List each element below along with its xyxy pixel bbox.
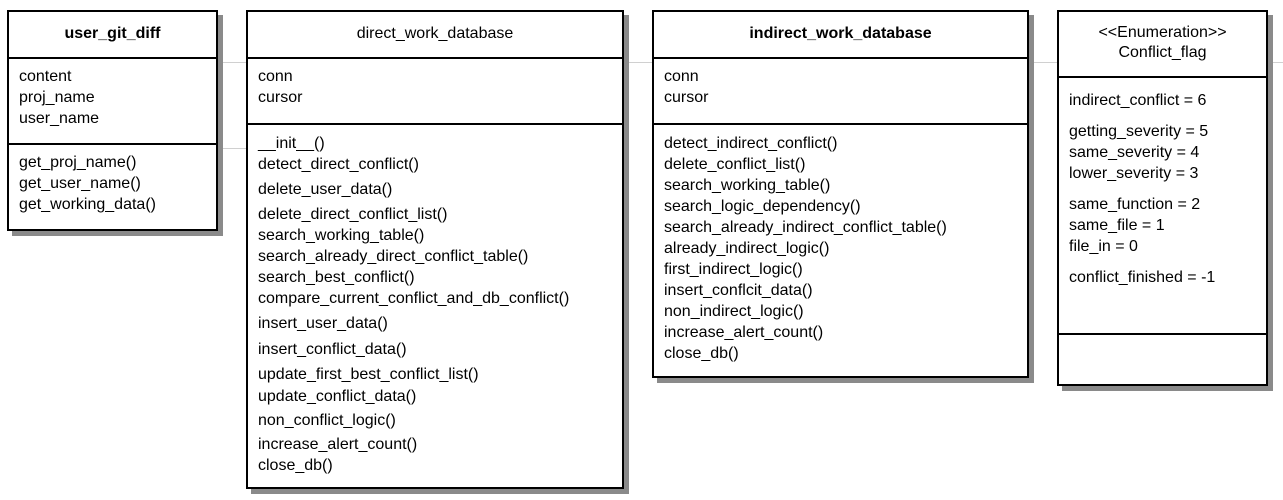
enum-title: Conflict_flag bbox=[1118, 44, 1207, 61]
class-box-indirect-work-database[interactable]: indirect_work_database conn cursor detec… bbox=[652, 10, 1029, 378]
method: get_proj_name() bbox=[19, 154, 137, 171]
attribute: conn bbox=[664, 68, 699, 85]
method: search_logic_dependency() bbox=[664, 198, 861, 215]
attribute: conn bbox=[258, 68, 293, 85]
spacer bbox=[1069, 257, 1256, 267]
method: delete_direct_conflict_list() bbox=[258, 206, 448, 223]
method: close_db() bbox=[258, 457, 333, 474]
attribute: proj_name bbox=[19, 89, 95, 106]
enum-value: same_severity = 4 bbox=[1069, 144, 1200, 161]
enum-values-section: indirect_conflict = 6 getting_severity =… bbox=[1059, 78, 1266, 335]
enum-value: same_file = 1 bbox=[1069, 217, 1165, 234]
method: detect_direct_conflict() bbox=[258, 156, 419, 173]
methods-section: detect_indirect_conflict() delete_confli… bbox=[654, 125, 1027, 364]
enum-value: getting_severity = 5 bbox=[1069, 123, 1209, 140]
attributes-section: conn cursor bbox=[248, 59, 622, 125]
method: insert_conflcit_data() bbox=[664, 282, 813, 299]
method: update_conflict_data() bbox=[258, 388, 417, 405]
class-name: direct_work_database bbox=[248, 12, 622, 59]
enum-value: indirect_conflict = 6 bbox=[1069, 92, 1207, 109]
enum-stereotype: <<Enumeration>> bbox=[1098, 24, 1227, 41]
methods-section: get_proj_name() get_user_name() get_work… bbox=[9, 145, 216, 215]
method: non_indirect_logic() bbox=[664, 303, 804, 320]
class-title: indirect_work_database bbox=[749, 24, 932, 42]
class-box-user-git-diff[interactable]: user_git_diff content proj_name user_nam… bbox=[7, 10, 218, 231]
method: detect_indirect_conflict() bbox=[664, 135, 838, 152]
method: __init__() bbox=[258, 135, 325, 152]
enum-value: file_in = 0 bbox=[1069, 238, 1138, 255]
attribute: user_name bbox=[19, 110, 100, 127]
method: increase_alert_count() bbox=[664, 324, 824, 341]
enum-value: lower_severity = 3 bbox=[1069, 165, 1199, 182]
enum-value: conflict_finished = -1 bbox=[1069, 269, 1216, 286]
method: search_best_conflict() bbox=[258, 269, 415, 286]
method: get_user_name() bbox=[19, 175, 141, 192]
method: close_db() bbox=[664, 345, 739, 362]
class-name: indirect_work_database bbox=[654, 12, 1027, 59]
method: delete_conflict_list() bbox=[664, 156, 806, 173]
background-guide-line bbox=[1266, 62, 1283, 63]
class-title: user_git_diff bbox=[64, 24, 161, 42]
method: compare_current_conflict_and_db_conflict… bbox=[258, 290, 570, 307]
spacer bbox=[1069, 111, 1256, 121]
enum-header: <<Enumeration>> Conflict_flag bbox=[1059, 12, 1266, 78]
method: search_working_table() bbox=[258, 227, 425, 244]
attribute: cursor bbox=[664, 89, 709, 106]
class-box-direct-work-database[interactable]: direct_work_database conn cursor __init_… bbox=[246, 10, 624, 489]
spacer bbox=[1069, 184, 1256, 194]
attributes-section: content proj_name user_name bbox=[9, 59, 216, 145]
method: delete_user_data() bbox=[258, 181, 393, 198]
background-guide-line bbox=[620, 62, 655, 63]
method: get_working_data() bbox=[19, 196, 156, 213]
attributes-section: conn cursor bbox=[654, 59, 1027, 125]
class-title: direct_work_database bbox=[356, 24, 514, 42]
method: non_conflict_logic() bbox=[258, 412, 396, 429]
method: insert_user_data() bbox=[258, 315, 388, 332]
method: increase_alert_count() bbox=[258, 436, 418, 453]
method: search_working_table() bbox=[664, 177, 831, 194]
background-guide-line bbox=[1026, 62, 1060, 63]
enum-value: same_function = 2 bbox=[1069, 196, 1201, 213]
class-name: user_git_diff bbox=[9, 12, 216, 59]
background-guide-line bbox=[215, 62, 248, 63]
method: search_already_indirect_conflict_table() bbox=[664, 219, 947, 236]
attribute: cursor bbox=[258, 89, 303, 106]
method: search_already_direct_conflict_table() bbox=[258, 248, 529, 265]
method: already_indirect_logic() bbox=[664, 240, 830, 257]
background-guide-line bbox=[215, 148, 248, 149]
methods-section: __init__() detect_direct_conflict() dele… bbox=[248, 125, 622, 476]
method: update_first_best_conflict_list() bbox=[258, 366, 479, 383]
enum-operations-section bbox=[1059, 335, 1266, 342]
attribute: content bbox=[19, 68, 72, 85]
method: first_indirect_logic() bbox=[664, 261, 803, 278]
enum-box-conflict-flag[interactable]: <<Enumeration>> Conflict_flag indirect_c… bbox=[1057, 10, 1268, 386]
method: insert_conflict_data() bbox=[258, 341, 407, 358]
